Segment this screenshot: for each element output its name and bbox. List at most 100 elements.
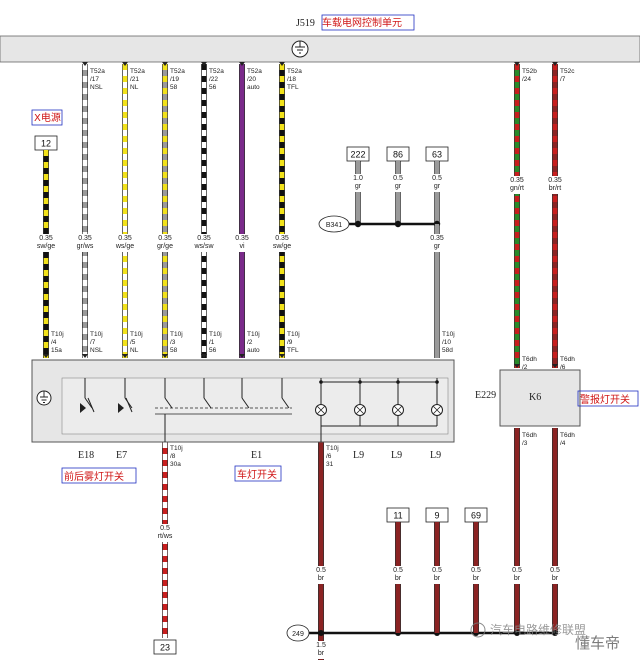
right-wire-2-out-1: /4 <box>560 440 566 447</box>
top-wire-5-conn-2: auto <box>247 84 260 91</box>
light-switch-frame <box>234 465 282 482</box>
right-wire-2-in-bg <box>558 355 584 369</box>
x-power-spec-bg <box>29 234 63 252</box>
out-wire-spec-1: rt/ws <box>158 533 173 540</box>
ground-249-label: 249 <box>292 631 304 638</box>
mid-box-222-text: 222 <box>350 150 365 160</box>
ground-wire-conn-0: T10j <box>326 445 339 452</box>
top-wire-4-bottom-arrow <box>201 354 207 358</box>
bottom-wire-69-spec-1: br <box>473 575 480 582</box>
right-wire-1-in-0: T6dh <box>522 356 537 363</box>
b341-label: B341 <box>326 222 342 229</box>
top-wire-2-conn-1: /21 <box>130 76 139 83</box>
top-wire-6-bconn-0: T10j <box>287 331 300 338</box>
module-blade-4 <box>203 397 212 409</box>
top-wire-1-spec-0: 0.35 <box>78 235 92 242</box>
top-wire-4-conn-1: /22 <box>209 76 218 83</box>
bottom-box-11-text: 11 <box>393 511 402 521</box>
top-wire-4-conn-2: 56 <box>209 84 217 91</box>
top-wire-3-spec-1: gr/ge <box>157 243 173 250</box>
fog-switch-frame <box>61 467 137 484</box>
bottom-wire-9-spec-bg <box>427 566 447 584</box>
top-wire-4-spec-0: 0.35 <box>197 235 211 242</box>
wires-layer: T52a/17NSL0.35gr/wsT10j/7NSLT52a/21NL0.3… <box>29 62 584 660</box>
top-wire-3-bconn-0: T10j <box>170 331 183 338</box>
top-wire-3-conn-2: 58 <box>170 84 178 91</box>
mid-wire-86-spec-0: 0.5 <box>393 175 403 182</box>
top-wire-6-spec-0: 0.35 <box>275 235 289 242</box>
mid-wire-63-spec-bg <box>427 174 447 192</box>
e229-label: E229 <box>475 390 496 401</box>
top-wire-4-bconn-bg <box>207 329 231 355</box>
mid-wire-63-spec-0: 0.5 <box>432 175 442 182</box>
right-wire-2-in-1: /6 <box>560 364 566 371</box>
top-wire-1-spec-1: gr/ws <box>77 243 94 250</box>
bottom-wire-11-spec-1: br <box>395 575 402 582</box>
top-wire-3-label-bg <box>148 234 182 252</box>
lamp-cross-3 <box>394 406 402 414</box>
right-wire-2-out-0: T6dh <box>560 432 575 439</box>
top-wire-4-bconn-2: 56 <box>209 347 217 354</box>
top-wire-3-bconn-2: 58 <box>170 347 178 354</box>
right-wire-1-spec-0: 0.35 <box>510 177 524 184</box>
right-wire-2-lspec-bg <box>545 566 565 584</box>
w63-lower-spec-0: 0.35 <box>430 235 444 242</box>
top-wire-1-label-bg <box>68 234 102 252</box>
w63-conn-bg <box>440 329 464 355</box>
e7-led-icon <box>118 403 124 413</box>
mid-wire-86-spec-bg <box>388 174 408 192</box>
top-wire-5-arrow <box>239 62 245 66</box>
out-wire-conn-2: 30a <box>170 461 181 468</box>
top-wire-3-conn-1: /19 <box>170 76 179 83</box>
control-unit-ground-icon <box>291 40 309 58</box>
mid-wire-222-spec-0: 1.0 <box>353 175 363 182</box>
right-wire-1-lspec-0: 0.5 <box>512 567 522 574</box>
top-wire-5-bconn-2: auto <box>247 347 260 354</box>
out-box-23-text: 23 <box>160 643 170 653</box>
module-blade-6 <box>281 397 290 409</box>
mid-wire-63-spec-1: gr <box>434 183 441 190</box>
top-wire-6-conn-1: /18 <box>287 76 296 83</box>
module-blade-2 <box>124 397 133 409</box>
e18-switch-icon <box>87 397 95 413</box>
x-power-frame <box>31 109 63 126</box>
lamp-cross-2 <box>356 406 364 414</box>
out-wire-spec-bg <box>150 524 180 542</box>
top-wire-4-spec-1: ws/sw <box>193 243 214 250</box>
l9-label-c: L9 <box>430 450 441 461</box>
top-wire-1-conn-0: T52a <box>90 68 105 75</box>
mid-box-86-text: 86 <box>393 150 403 160</box>
unit-name: 车载电网控制单元 <box>322 16 402 29</box>
ground-junction-6 <box>552 630 558 636</box>
ground-wire-spec-0: 0.5 <box>316 567 326 574</box>
w63-conn-1: /10 <box>442 339 451 346</box>
b341-junction: B341 <box>318 215 350 233</box>
top-wire-2-bconn-2: NL <box>130 347 139 354</box>
module-internals <box>80 378 443 442</box>
right-wire-1-in-1: /2 <box>522 364 528 371</box>
top-wire-2-bconn-bg <box>128 329 152 355</box>
out-wire-conn-1: /8 <box>170 453 176 460</box>
unit-name-frame <box>321 14 415 31</box>
light-switch-label: 车灯开关 <box>237 468 277 481</box>
top-wire-5-bconn-1: /2 <box>247 339 253 346</box>
k6-label: K6 <box>529 392 541 403</box>
module-blade-1 <box>84 397 93 409</box>
w63-lower-spec-1: gr <box>434 243 441 250</box>
e18-label: E18 <box>78 450 94 461</box>
ground-wire-conn-2: 31 <box>326 461 334 468</box>
ground-bottom-spec-1: br <box>318 650 325 657</box>
top-wire-1-bconn-0: T10j <box>90 331 103 338</box>
top-wire-4-arrow <box>201 62 207 66</box>
bottom-wire-69-spec-bg <box>466 566 486 584</box>
x-power-arrow <box>43 354 49 358</box>
ground-bottom-spec-0: 1.5 <box>316 642 326 649</box>
top-wire-4-conn-0: T52a <box>209 68 224 75</box>
ground-wire-spec-1: br <box>318 575 325 582</box>
brand-text: 懂车帝 <box>575 634 620 652</box>
hazard-switch-label: 警报灯开关 <box>580 393 630 406</box>
top-wire-5-conn-1: /20 <box>247 76 256 83</box>
top-wire-1-bconn-1: /7 <box>90 339 96 346</box>
top-wire-6-label-bg <box>265 234 299 252</box>
right-wire-2-spec-1: br/rt <box>549 185 562 192</box>
